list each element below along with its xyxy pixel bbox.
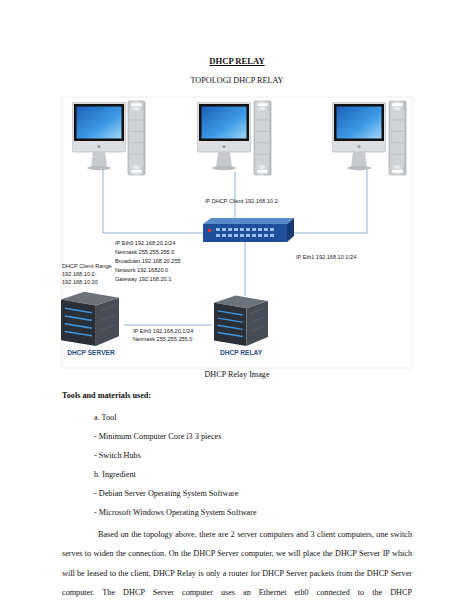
server-icon xyxy=(214,296,268,346)
ip-note: Gateway 192.168.20.1 xyxy=(115,277,171,283)
switch-hub xyxy=(287,218,294,242)
client-computer xyxy=(197,101,271,175)
network-wire xyxy=(294,170,367,233)
page-title: DHCP RELAY xyxy=(209,56,264,66)
section-heading: Tools and materials used: xyxy=(62,392,151,400)
switch-hub xyxy=(240,234,244,237)
switch-hub xyxy=(270,234,274,237)
network-wire xyxy=(245,242,246,296)
list-item: b. Ingredient xyxy=(94,471,136,479)
switch-hub xyxy=(234,228,238,231)
server-node: DHCP SERVER xyxy=(58,286,124,357)
client-computer xyxy=(254,101,271,175)
switch-hub xyxy=(252,234,256,237)
switch-hub xyxy=(258,228,262,231)
range-note: 192.168.10.2- xyxy=(62,272,97,278)
network-wire xyxy=(103,170,203,233)
switch-hub xyxy=(222,234,226,237)
switch-hub xyxy=(208,229,211,232)
switch-hub xyxy=(270,228,274,231)
ip-note: IP DHCP Client 192.168.10.2- xyxy=(205,199,279,205)
list-item: a. Tool xyxy=(94,414,116,422)
server-icon xyxy=(61,292,119,346)
list-item: - Switch Hubs xyxy=(94,452,141,460)
network-wire xyxy=(235,172,236,220)
client-computer xyxy=(332,101,406,175)
list-item: - Microsoft Windows Operating System Sof… xyxy=(94,509,257,517)
figure-caption: DHCP Relay Image xyxy=(0,371,474,379)
ip-note: Netmask 255.255.255.0 xyxy=(133,337,192,343)
switch-hub xyxy=(222,228,226,231)
ip-note: IP Eth0 192.168.20.1/24 xyxy=(133,329,193,335)
ip-note: Broadcast 192.168.20.255 xyxy=(115,259,181,265)
switch-hub xyxy=(264,234,268,237)
client-computer xyxy=(389,101,406,175)
network-link xyxy=(124,325,212,326)
switch-hub xyxy=(203,218,294,224)
body-paragraph: Based on the topology above, there are 2… xyxy=(62,525,412,603)
client-computer xyxy=(72,101,145,175)
switch-hub xyxy=(240,228,244,231)
switch-hub xyxy=(246,228,250,231)
subtitle: TOPOLOGI DHCP RELAY xyxy=(0,77,474,85)
server-label: DHCP SERVER xyxy=(48,350,134,357)
switch-hub xyxy=(216,234,220,237)
range-note: 192.168.10.20 xyxy=(62,280,98,286)
list-item: - Debian Server Operating System Softwar… xyxy=(94,490,238,498)
server-node: DHCP RELAY xyxy=(212,290,270,357)
ip-note: IP Eth0 192.168.20.2/24 xyxy=(115,241,175,247)
ip-note: IP Eth1 192.168.10.1/24 xyxy=(296,255,356,261)
switch-hub xyxy=(234,234,238,237)
page-title-line: DHCP RELAY xyxy=(0,57,474,66)
client-computer xyxy=(128,101,145,175)
client-computer xyxy=(72,102,126,170)
client-computer xyxy=(332,102,386,170)
server-icon xyxy=(214,296,268,346)
switch-hub xyxy=(246,234,250,237)
switch-hub xyxy=(216,228,220,231)
switch-hub xyxy=(258,234,262,237)
switch-hub xyxy=(203,218,294,242)
figure-frame xyxy=(62,97,412,368)
ip-note: Network 192.16820.0 xyxy=(115,268,168,274)
network-wire xyxy=(103,170,367,296)
switch-hub xyxy=(264,228,268,231)
client-computer xyxy=(197,102,251,170)
list-item: - Minimum Computer Core i3 3 pieces xyxy=(94,433,221,441)
server-label: DHCP RELAY xyxy=(202,350,280,357)
switch-hub xyxy=(203,224,287,242)
switch-hub xyxy=(228,228,232,231)
ip-note: Netmask 255.255.255.0 xyxy=(115,250,174,256)
range-note: DHCP Client Range xyxy=(62,264,112,270)
server-icon xyxy=(61,292,119,346)
switch-hub xyxy=(216,228,274,237)
switch-hub xyxy=(228,234,232,237)
switch-hub xyxy=(252,228,256,231)
